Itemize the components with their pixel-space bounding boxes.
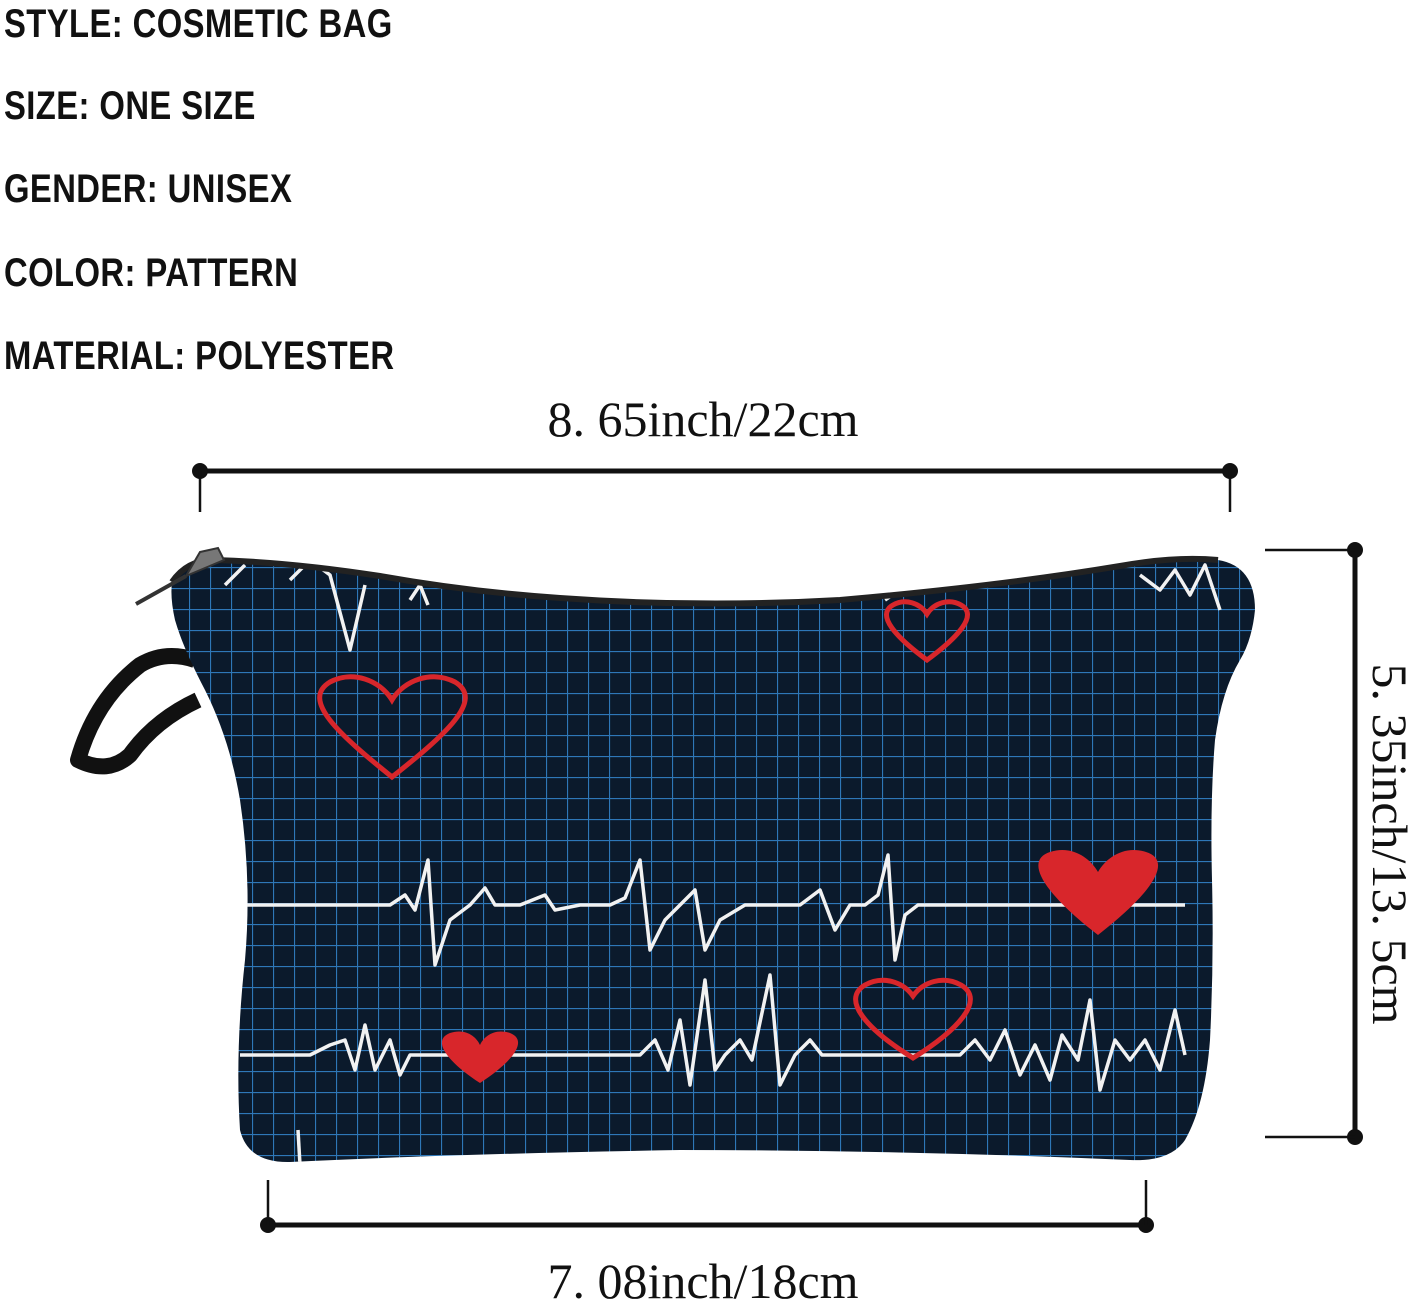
bottom-dimension-line [260,1180,1154,1233]
spec-gender: GENDER: UNISEX [4,165,292,213]
spec-gender-value: UNISEX [167,167,293,211]
spec-material-label: MATERIAL: [4,334,186,378]
spec-size-value: ONE SIZE [99,84,256,128]
spec-gender-label: GENDER: [4,167,159,211]
spec-material: MATERIAL: POLYESTER [4,332,394,380]
cosmetic-bag [169,555,1255,1163]
top-dimension-line [192,463,1238,512]
zipper-pull-icon [135,546,226,606]
spec-color-value: PATTERN [145,251,299,295]
spec-color-label: COLOR: [4,251,136,295]
spec-color: COLOR: PATTERN [4,249,298,297]
heart-pattern [317,599,1159,1083]
top-width-label: 8. 65inch/22cm [547,391,859,447]
wrist-strap [70,648,202,775]
spec-style: STYLE: COSMETIC BAG [4,0,393,48]
bottom-width-label: 7. 08inch/18cm [547,1253,859,1309]
spec-style-value: COSMETIC BAG [132,2,393,46]
spec-style-label: STYLE: [4,2,124,46]
height-dimension-line [1265,542,1363,1145]
spec-material-value: POLYESTER [195,334,395,378]
zipper [169,555,1219,607]
spec-size-label: SIZE: [4,84,90,128]
spec-size: SIZE: ONE SIZE [4,82,256,130]
